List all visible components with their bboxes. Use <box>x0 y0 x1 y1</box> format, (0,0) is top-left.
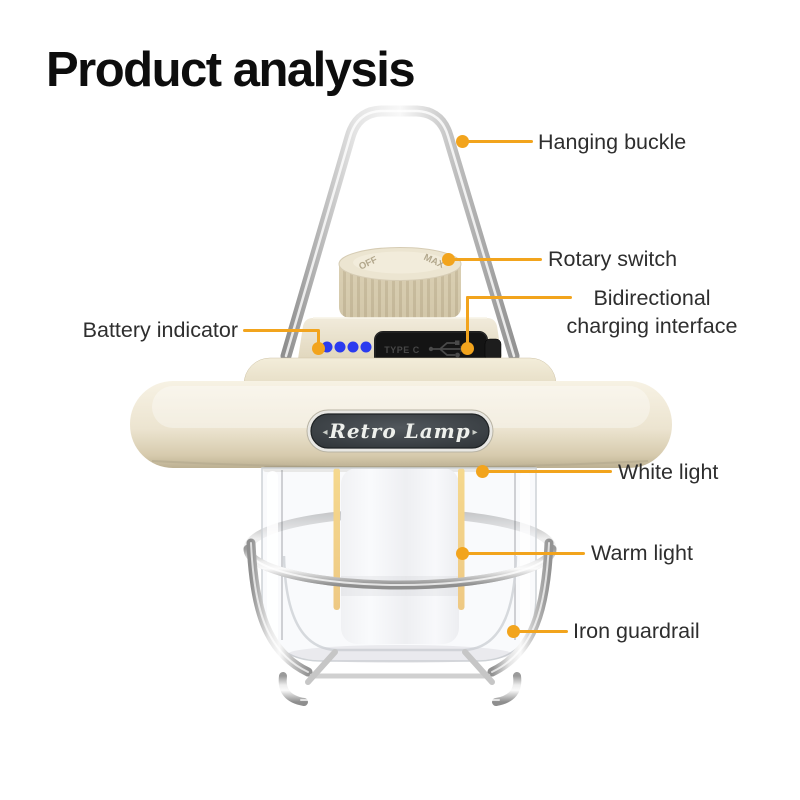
leader-line <box>243 329 320 332</box>
leader-line <box>448 257 542 261</box>
base-strut-right <box>462 649 495 685</box>
leader-line-vertical <box>317 330 320 344</box>
port-tab <box>484 338 502 362</box>
hanging-buckle-handle <box>280 105 520 362</box>
badge-text: Retro Lamp <box>328 419 471 443</box>
leader-line-vertical <box>465 296 469 343</box>
annotation-label: Bidirectional charging interface <box>552 284 752 340</box>
lamp-glass-assembly <box>243 466 557 663</box>
port-label: TYPE C <box>384 345 420 355</box>
leader-line <box>466 295 572 299</box>
annotation-label: Iron guardrail <box>573 619 700 643</box>
annotation-label-line1: Bidirectional <box>593 286 711 310</box>
brand-badge: ◂ Retro Lamp ▸ <box>306 409 494 453</box>
base-strut-left <box>305 649 338 685</box>
led-dot <box>347 341 359 353</box>
led-dot <box>360 341 372 353</box>
annotation-label: Battery indicator <box>82 318 238 342</box>
annotation-label: Hanging buckle <box>538 130 687 154</box>
leader-line <box>513 629 568 633</box>
rotary-knob: OFF MAX <box>338 247 462 318</box>
led-dot <box>334 341 346 353</box>
badge-right-mark: ▸ <box>472 427 477 438</box>
leader-dot <box>312 341 325 355</box>
leader-line <box>482 469 612 473</box>
annotation-label: White light <box>618 460 719 484</box>
annotation-label: Warm light <box>591 541 693 565</box>
annotation-label: Rotary switch <box>548 247 678 271</box>
guardrail-frame <box>246 538 554 706</box>
annotation-label-line2: charging interface <box>566 314 738 338</box>
leader-dot <box>460 341 474 355</box>
page-title: Product analysis <box>46 43 416 97</box>
badge-left-mark: ◂ <box>322 427 327 438</box>
leader-line <box>462 551 585 555</box>
leader-line <box>462 139 533 143</box>
